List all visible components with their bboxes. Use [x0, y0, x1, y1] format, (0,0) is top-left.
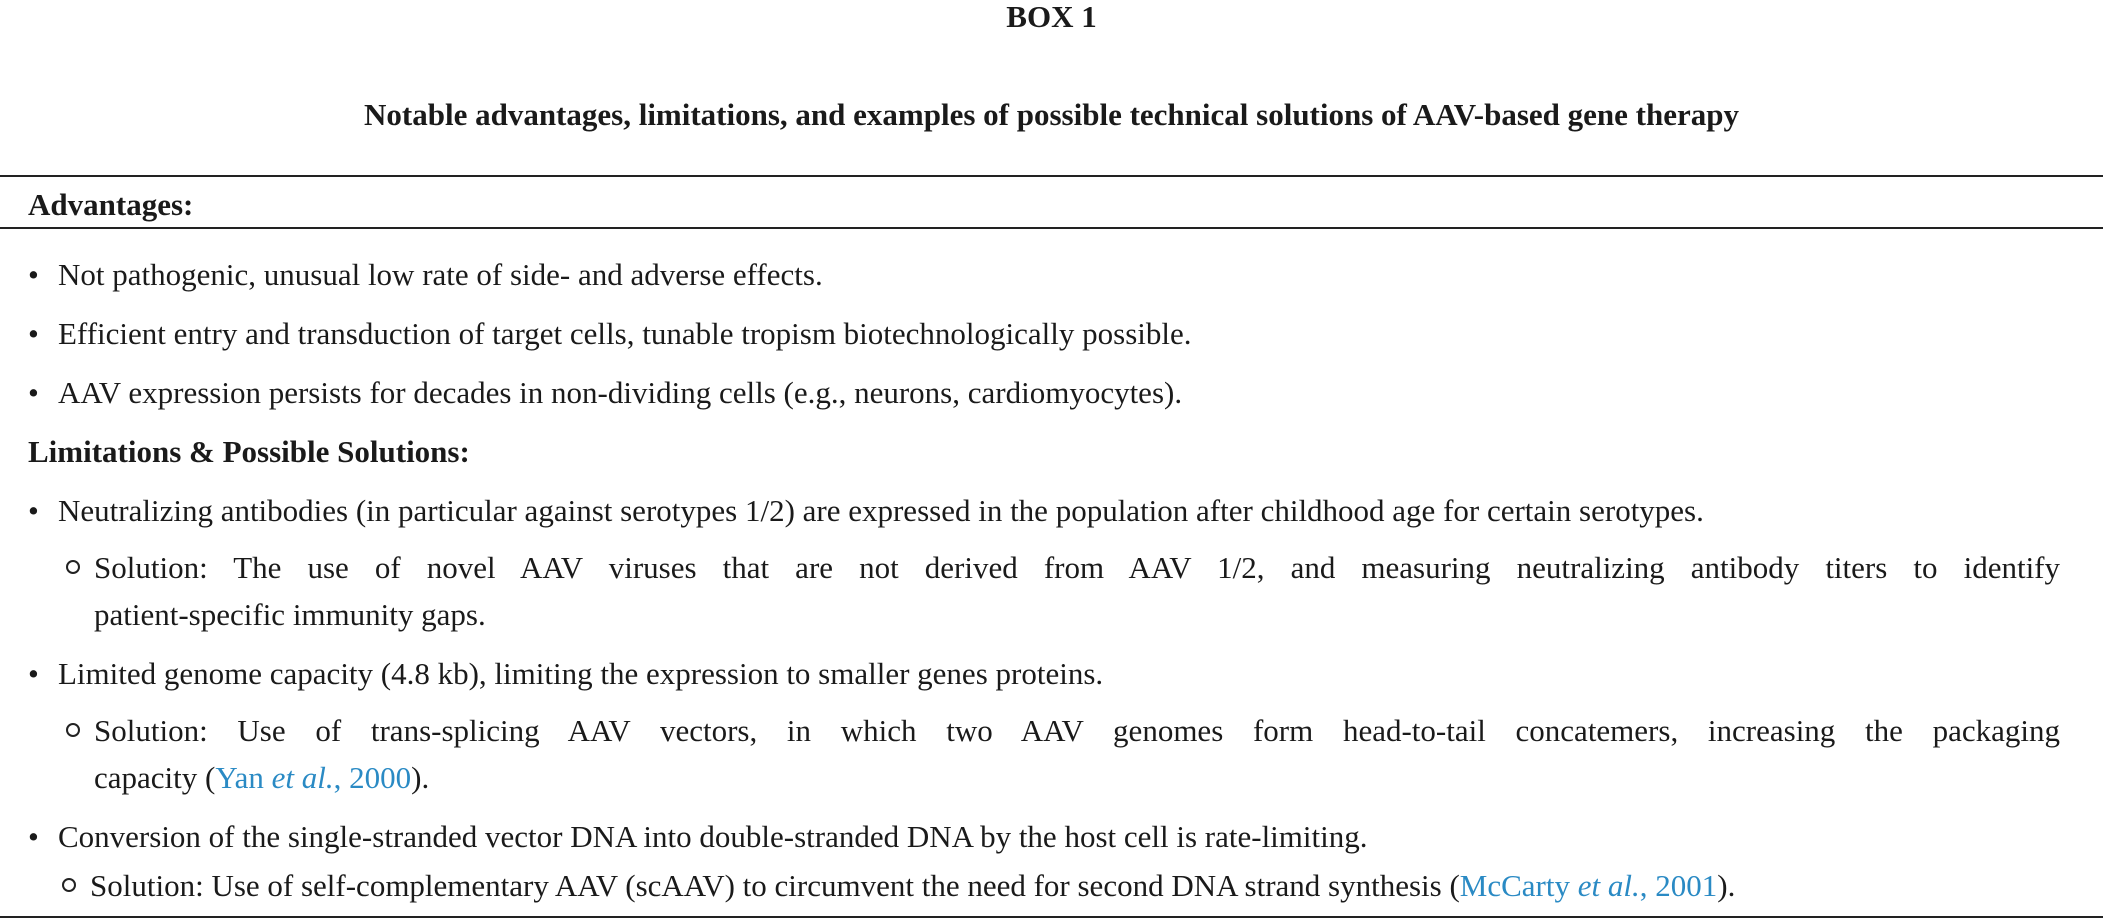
citation-link-yan-2000[interactable]: Yan et al., 2000: [215, 760, 411, 795]
list-item-text: Conversion of the single-stranded vector…: [58, 819, 1368, 854]
list-item-text: Not pathogenic, unusual low rate of side…: [58, 257, 823, 292]
box-label: BOX 1: [1006, 0, 1097, 34]
solution-text-post: ).: [411, 760, 430, 795]
box-title: Notable advantages, limitations, and exa…: [364, 97, 1739, 132]
list-item-text: Neutralizing antibodies (in particular a…: [58, 493, 1704, 528]
solution-text-continued: patient-specific immunity gaps.: [94, 597, 486, 632]
solution-text: Solution: Use of trans-splicing AAV vect…: [94, 713, 2060, 748]
solution-text-continued: capacity (Yan et al., 2000).: [94, 759, 429, 797]
citation-link-mccarty-2001[interactable]: McCarty et al., 2001: [1460, 868, 1717, 903]
citation-year: , 2001: [1639, 868, 1718, 903]
hollow-circle-bullet-icon: [62, 878, 76, 892]
solution-text: Solution: The use of novel AAV viruses t…: [94, 550, 2060, 585]
list-item-text: AAV expression persists for decades in n…: [58, 375, 1183, 410]
citation-author: McCarty: [1459, 868, 1570, 903]
citation-year: , 2000: [333, 760, 412, 795]
solution-text: Solution: Use of self-complementary AAV …: [90, 867, 1735, 905]
solution-text-pre: Solution: Use of self-complementary AAV …: [90, 868, 1460, 903]
citation-etal: et al.: [271, 760, 334, 795]
list-item-text: Limited genome capacity (4.8 kb), limiti…: [58, 656, 1104, 691]
bullet-dot-icon: •: [28, 819, 39, 854]
hollow-circle-bullet-icon: [66, 560, 80, 574]
top-rule: [0, 175, 2103, 177]
bullet-dot-icon: •: [28, 656, 39, 691]
citation-etal: et al.: [1577, 868, 1640, 903]
bullet-dot-icon: •: [28, 316, 39, 351]
list-item-text: Efficient entry and transduction of targ…: [58, 316, 1192, 351]
advantages-heading: Advantages:: [28, 187, 194, 222]
solution-text-post: ).: [1717, 868, 1736, 903]
solution-text-pre: capacity (: [94, 760, 216, 795]
limitations-heading: Limitations & Possible Solutions:: [28, 434, 470, 469]
citation-author: Yan: [215, 760, 264, 795]
hollow-circle-bullet-icon: [66, 723, 80, 737]
bottom-rule: [0, 916, 2103, 918]
bullet-dot-icon: •: [28, 493, 39, 528]
bullet-dot-icon: •: [28, 375, 39, 410]
bullet-dot-icon: •: [28, 257, 39, 292]
advantages-rule: [0, 227, 2103, 229]
